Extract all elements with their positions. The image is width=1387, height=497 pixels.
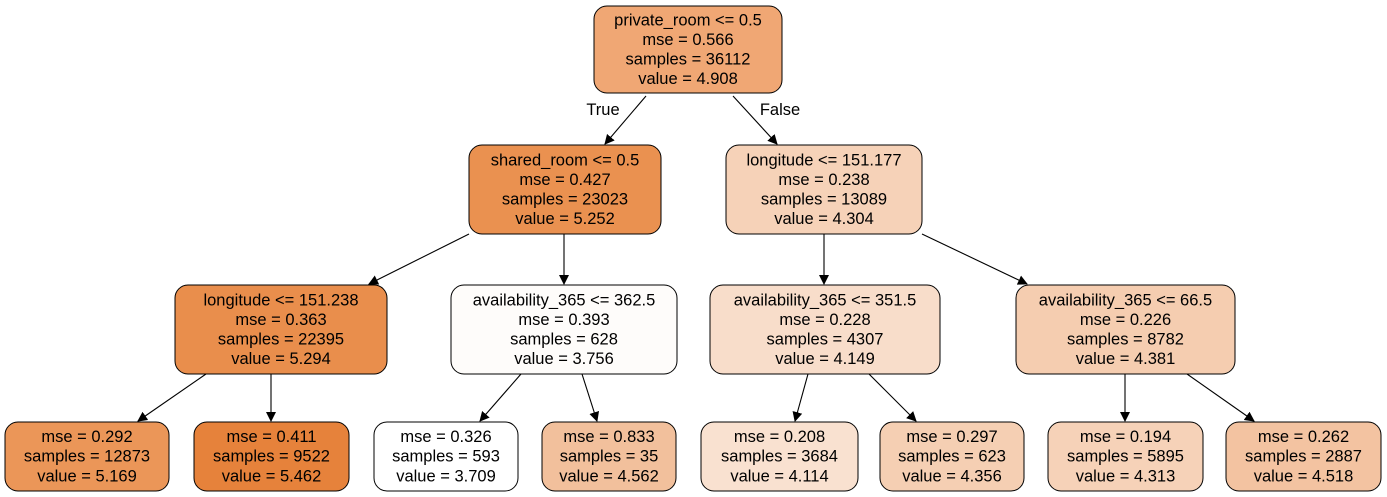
edge-n4-to-n9	[479, 373, 522, 422]
node-text-line: value = 4.562	[559, 467, 659, 485]
node-box	[174, 284, 388, 375]
node-text-line: value = 4.304	[774, 210, 874, 228]
node-text-line: samples = 36112	[626, 51, 751, 69]
edge-n5-to-n11	[792, 373, 809, 422]
node-text-line: value = 4.518	[1254, 467, 1354, 485]
node-text-line: samples = 9522	[213, 448, 330, 466]
node-box	[593, 5, 783, 94]
edge-n4-to-n10	[581, 373, 600, 422]
node-text-line: mse = 0.326	[400, 428, 491, 446]
node-box	[1015, 284, 1236, 375]
node-box	[709, 284, 941, 375]
edge-n6-to-n14	[1186, 373, 1255, 422]
tree-node-n2: longitude <= 151.177 mse = 0.238 samples =…	[725, 144, 923, 235]
node-text-line: samples = 628	[510, 331, 618, 349]
node-text-line: samples = 35	[560, 448, 659, 466]
node-text-line: mse = 0.393	[518, 311, 609, 329]
node-text-line: samples = 3684	[721, 448, 838, 466]
node-text-line: mse = 0.228	[779, 311, 870, 329]
node-text-line: availability_365 <= 351.5	[734, 291, 917, 309]
node-box	[879, 421, 1025, 492]
node-text-line: mse = 0.427	[519, 171, 610, 189]
node-text-line: mse = 0.226	[1080, 311, 1171, 329]
edge-label-false: False	[760, 101, 800, 119]
node-text-line: value = 3.709	[396, 467, 496, 485]
node-text-line: value = 5.169	[37, 467, 137, 485]
edge-n1-to-n3	[368, 233, 470, 285]
node-text-line: samples = 13089	[761, 191, 887, 209]
edges-layer: True False	[137, 95, 1255, 422]
tree-node-n4: availability_365 <= 362.5 mse = 0.393 samp…	[450, 284, 678, 375]
node-text-line: longitude <= 151.177	[746, 151, 901, 169]
node-text-line: mse = 0.297	[906, 428, 997, 446]
edge-n3-to-n7	[137, 373, 207, 422]
node-text-line: mse = 0.411	[226, 428, 316, 446]
node-text-line: mse = 0.238	[778, 171, 869, 189]
node-text-line: samples = 22395	[218, 331, 344, 349]
node-text-line: value = 5.294	[231, 350, 331, 368]
node-text-line: mse = 0.363	[235, 311, 326, 329]
edge-n5-to-n12	[868, 373, 917, 422]
node-box	[450, 284, 678, 375]
node-text-line: value = 5.462	[222, 467, 322, 485]
node-text-line: value = 4.313	[1076, 467, 1176, 485]
tree-node-n1: shared_room <= 0.5 mse = 0.427 samples = 2…	[468, 144, 662, 235]
node-text-line: availability_365 <= 362.5	[473, 291, 656, 309]
node-text-line: value = 4.356	[902, 467, 1002, 485]
node-text-line: mse = 0.833	[563, 428, 654, 446]
node-text-line: private_room <= 0.5	[614, 11, 762, 29]
tree-node-n5: availability_365 <= 351.5 mse = 0.228 samp…	[709, 284, 941, 375]
node-box	[4, 421, 170, 492]
node-text-line: value = 5.252	[515, 210, 615, 228]
node-box	[468, 144, 662, 235]
node-box	[1047, 421, 1204, 492]
node-text-line: mse = 0.194	[1080, 428, 1171, 446]
node-box	[193, 421, 350, 492]
node-box	[725, 144, 923, 235]
node-text-line: samples = 12873	[24, 448, 150, 466]
node-text-line: longitude <= 151.238	[203, 291, 358, 309]
node-text-line: mse = 0.292	[41, 428, 132, 446]
node-text-line: value = 4.381	[1076, 350, 1176, 368]
node-text-line: availability_365 <= 66.5	[1039, 291, 1212, 309]
tree-node-n3: longitude <= 151.238 mse = 0.363 samples =…	[174, 284, 388, 375]
node-text-line: samples = 8782	[1067, 331, 1184, 349]
node-text-line: samples = 593	[392, 448, 500, 466]
edge-n0-to-n1	[604, 95, 647, 145]
edge-label-true: True	[586, 101, 619, 119]
node-text-line: samples = 23023	[502, 191, 628, 209]
tree-node-n6: availability_365 <= 66.5 mse = 0.226 sampl…	[1015, 284, 1236, 375]
node-text-line: mse = 0.208	[734, 428, 825, 446]
node-text-line: mse = 0.566	[642, 31, 733, 49]
node-text-line: shared_room <= 0.5	[491, 151, 640, 169]
tree-node-n0: private_room <= 0.5 mse = 0.566 samples = …	[593, 5, 783, 94]
node-text-line: samples = 623	[898, 448, 1006, 466]
node-box	[541, 421, 677, 492]
node-text-line: samples = 5895	[1067, 448, 1184, 466]
node-text-line: value = 3.756	[514, 350, 614, 368]
node-text-line: mse = 0.262	[1258, 428, 1349, 446]
node-text-line: samples = 4307	[767, 331, 884, 349]
node-box	[373, 421, 519, 492]
edge-n2-to-n6	[921, 233, 1028, 285]
node-box	[1225, 421, 1382, 492]
node-text-line: value = 4.149	[775, 350, 875, 368]
edge-n0-to-n2	[732, 95, 778, 145]
node-text-line: samples = 2887	[1245, 448, 1362, 466]
node-text-line: value = 4.908	[638, 70, 738, 88]
node-box	[700, 421, 859, 492]
node-text-line: value = 4.114	[730, 467, 828, 485]
nodes-layer: private_room <= 0.5 mse = 0.566 samples = …	[4, 5, 1382, 492]
